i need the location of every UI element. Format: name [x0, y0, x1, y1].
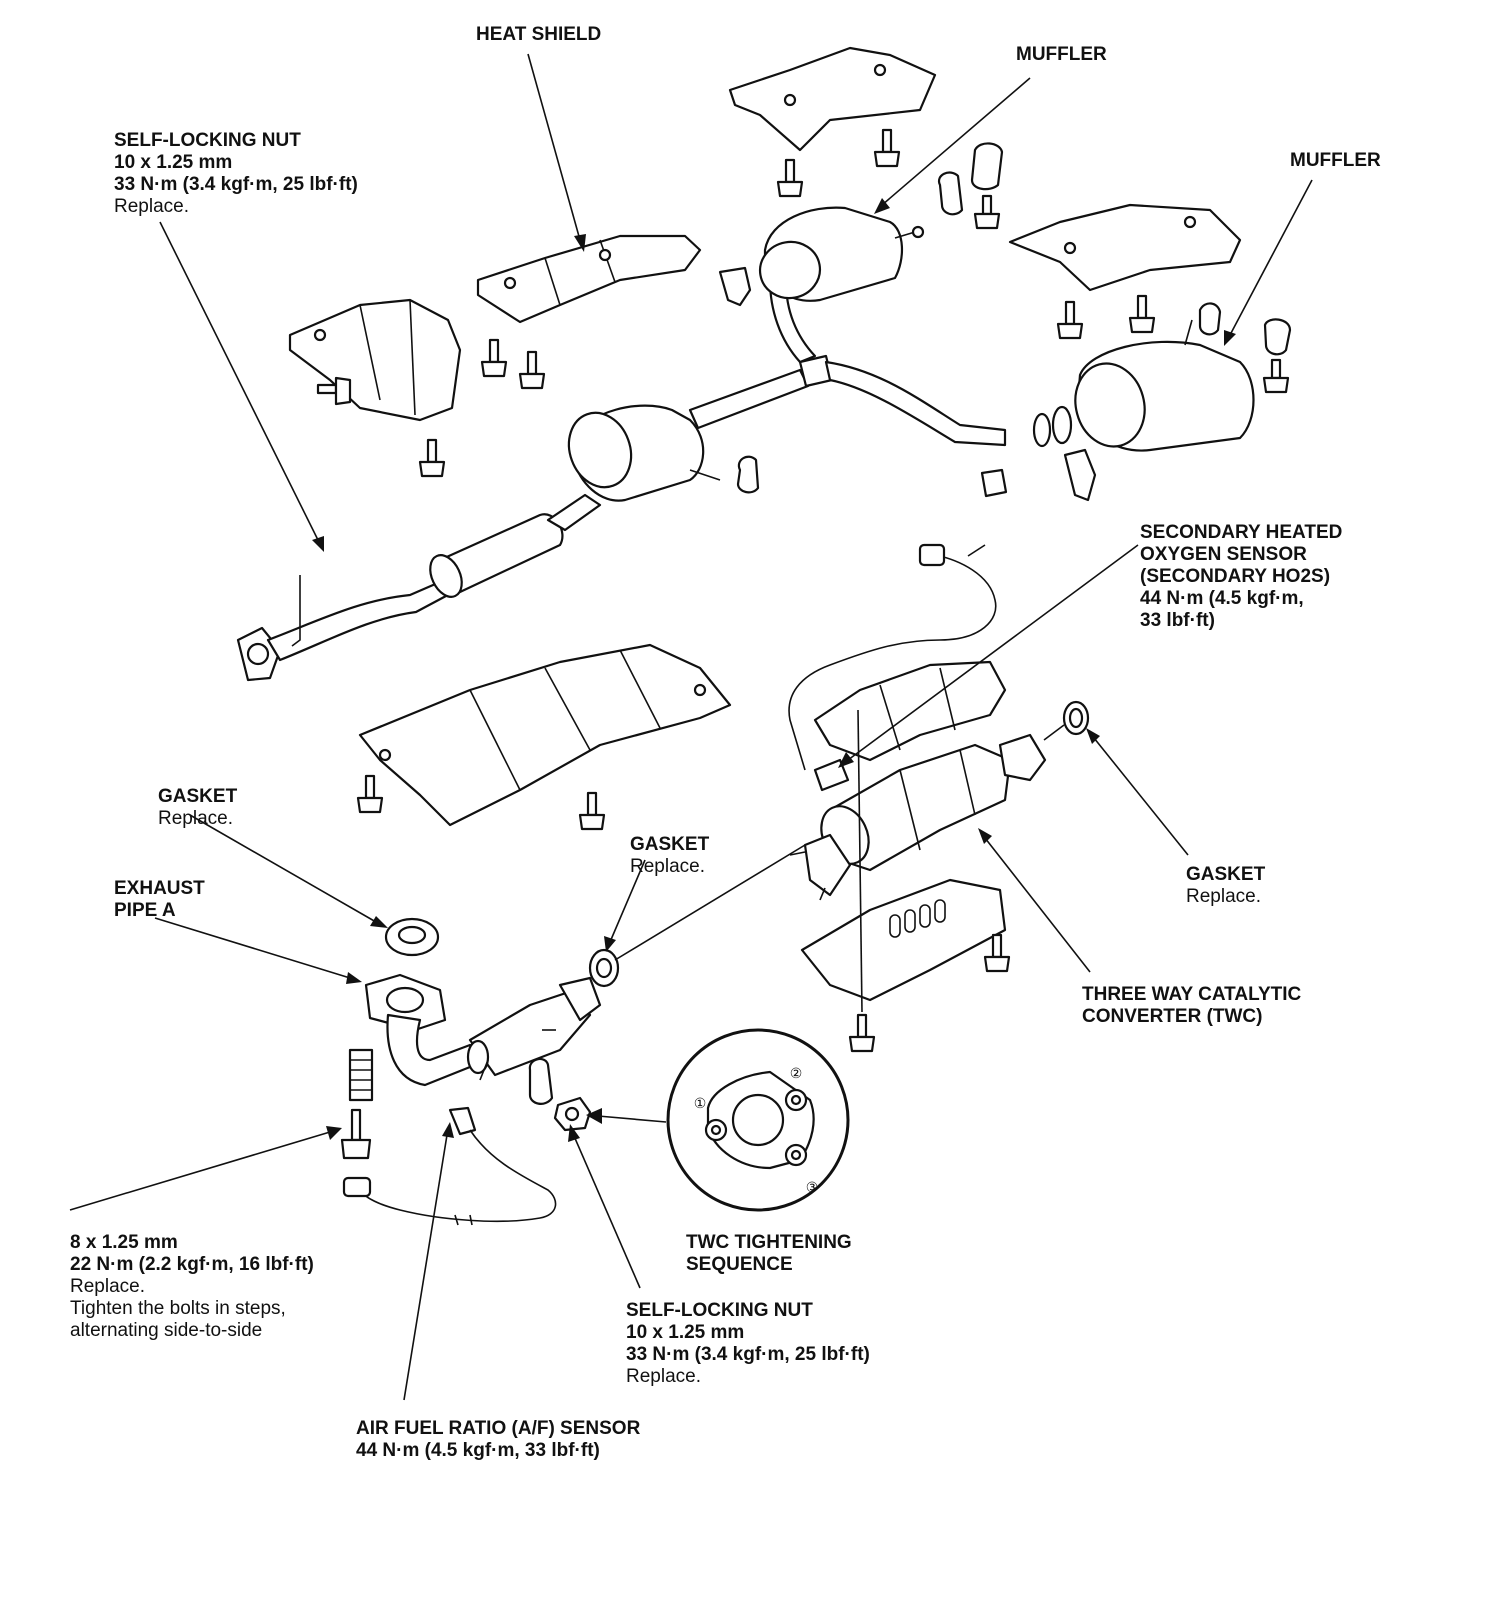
label-line: SEQUENCE: [686, 1254, 793, 1275]
label-gasket-right: GASKET Replace.: [1186, 864, 1265, 908]
label-line: 33 lbf·ft): [1140, 610, 1215, 631]
label-line: Replace.: [70, 1276, 145, 1297]
label-line: MUFFLER: [1016, 44, 1107, 65]
label-line: Replace.: [630, 856, 705, 877]
label-line: 8 x 1.25 mm: [70, 1232, 178, 1253]
label-line: Replace.: [114, 196, 189, 217]
bolt: [1128, 294, 1156, 334]
bolt: [418, 438, 446, 478]
label-line: Replace.: [158, 808, 233, 829]
label-bolt-spec: 8 x 1.25 mm 22 N·m (2.2 kgf·m, 16 lbf·ft…: [70, 1232, 314, 1342]
label-line: SELF-LOCKING NUT: [114, 130, 301, 151]
label-exhaust-pipe-a: EXHAUST PIPE A: [114, 878, 205, 922]
label-muffler-top: MUFFLER: [1016, 44, 1107, 66]
label-line: PIPE A: [114, 900, 176, 921]
sequence-number-3: ③: [806, 1179, 819, 1195]
label-line: TWC TIGHTENING: [686, 1232, 852, 1253]
leader-lines: [69, 53, 1313, 1401]
bolt: [1262, 358, 1290, 394]
label-line: 10 x 1.25 mm: [114, 152, 233, 173]
label-gasket-left: GASKET Replace.: [158, 786, 237, 830]
bolt: [518, 350, 546, 390]
label-line: SECONDARY HEATED: [1140, 522, 1343, 543]
label-line: SELF-LOCKING NUT: [626, 1300, 813, 1321]
label-gasket-center: GASKET Replace.: [630, 834, 709, 878]
label-line: (SECONDARY HO2S): [1140, 566, 1331, 587]
bolt: [873, 128, 901, 168]
label-line: OXYGEN SENSOR: [1140, 544, 1307, 565]
label-line: HEAT SHIELD: [476, 24, 602, 45]
sequence-number-2: ②: [790, 1065, 803, 1081]
label-line: alternating side-to-side: [70, 1320, 263, 1341]
bolt: [848, 1013, 876, 1053]
label-line: AIR FUEL RATIO (A/F) SENSOR: [356, 1418, 641, 1439]
label-line: 33 N·m (3.4 kgf·m, 25 lbf·ft): [114, 174, 358, 195]
label-line: 10 x 1.25 mm: [626, 1322, 745, 1343]
label-self-locking-nut-top: SELF-LOCKING NUT 10 x 1.25 mm 33 N·m (3.…: [114, 130, 358, 218]
label-line: Replace.: [1186, 886, 1261, 907]
twc-tightening-sequence-inset: ① ② ③: [666, 1028, 850, 1212]
label-secondary-ho2s: SECONDARY HEATED OXYGEN SENSOR (SECONDAR…: [1140, 522, 1342, 632]
label-twc: THREE WAY CATALYTIC CONVERTER (TWC): [1082, 984, 1301, 1028]
bolt: [983, 933, 1011, 973]
label-line: 44 N·m (4.5 kgf·m, 33 lbf·ft): [356, 1440, 600, 1461]
exhaust-pipe-b: [236, 260, 1007, 682]
exhaust-pipe-a: [340, 917, 620, 1226]
label-self-locking-nut-bottom: SELF-LOCKING NUT 10 x 1.25 mm 33 N·m (3.…: [626, 1300, 870, 1388]
label-line: CONVERTER (TWC): [1082, 1006, 1263, 1027]
label-line: EXHAUST: [114, 878, 205, 899]
bolt: [776, 158, 804, 198]
bolt: [356, 774, 384, 814]
muffler-top: [718, 46, 1004, 307]
bolt: [973, 194, 1001, 230]
label-line: 33 N·m (3.4 kgf·m, 25 lbf·ft): [626, 1344, 870, 1365]
label-line: 44 N·m (4.5 kgf·m,: [1140, 588, 1304, 609]
label-af-sensor: AIR FUEL RATIO (A/F) SENSOR 44 N·m (4.5 …: [356, 1418, 640, 1462]
bolt: [340, 1108, 372, 1160]
bolt: [1056, 300, 1084, 340]
muffler-right: [980, 203, 1292, 502]
label-line: Replace.: [626, 1366, 701, 1387]
bolt: [316, 376, 352, 406]
catalytic-converter: [788, 543, 1090, 1053]
label-line: Tighten the bolts in steps,: [70, 1298, 286, 1319]
label-heat-shield: HEAT SHIELD: [476, 24, 601, 46]
label-line: MUFFLER: [1290, 150, 1381, 171]
label-line: GASKET: [158, 786, 238, 807]
label-line: THREE WAY CATALYTIC: [1082, 984, 1302, 1005]
label-line: GASKET: [630, 834, 710, 855]
heat-shield-upper: [288, 234, 702, 478]
label-twc-tightening-sequence: TWC TIGHTENING SEQUENCE: [686, 1232, 852, 1276]
label-line: 22 N·m (2.2 kgf·m, 16 lbf·ft): [70, 1254, 314, 1275]
heat-shield-lower: [356, 643, 732, 831]
bolt: [480, 338, 508, 378]
label-line: GASKET: [1186, 864, 1266, 885]
bolt: [578, 791, 606, 831]
sequence-number-1: ①: [694, 1095, 707, 1111]
label-muffler-right: MUFFLER: [1290, 150, 1381, 172]
